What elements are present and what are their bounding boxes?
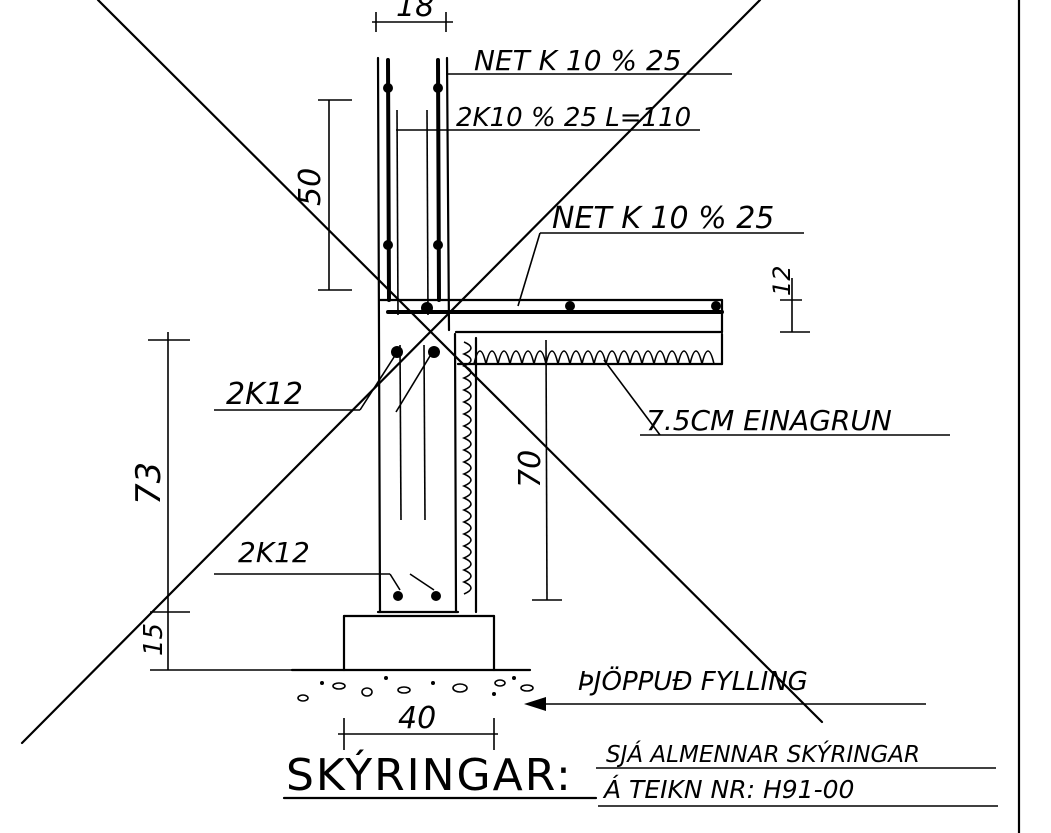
- bars-upper-label: 2K12: [226, 377, 303, 412]
- net-top-label: NET K 10 % 25: [474, 44, 682, 77]
- dim-left-73-label: 73: [129, 462, 169, 505]
- floor-slab: [378, 298, 724, 334]
- dimension-lines: [148, 12, 810, 750]
- dim-70-label: 70: [513, 450, 548, 488]
- wall: [376, 56, 460, 614]
- cross-out-line-1: [96, 0, 824, 724]
- bar-top-label: 2K10 % 25 L=110: [456, 103, 691, 133]
- insulation: [456, 332, 724, 614]
- fill-label: ÞJÖPPUÐ FYLLING: [578, 665, 808, 697]
- dim-slab-thickness-label: 12: [768, 265, 796, 296]
- dim-top-width-label: 18: [396, 0, 434, 24]
- fill-arrowhead: [524, 697, 546, 711]
- footing: [290, 614, 532, 672]
- net-slab-label: NET K 10 % 25: [552, 201, 774, 236]
- leader-lines: [214, 73, 998, 807]
- dim-40-label: 40: [398, 701, 436, 736]
- title-label: SKÝRINGAR:: [286, 748, 573, 801]
- bars-lower-label: 2K12: [238, 536, 310, 569]
- insulation-label: 7.5CM EINAGRUN: [646, 404, 892, 437]
- compacted-fill-hatch: [297, 676, 534, 702]
- note-line1-label: SJÁ ALMENNAR SKÝRINGAR: [606, 740, 920, 768]
- cross-out-line-2: [20, 0, 762, 745]
- note-line2-label: Á TEIKN NR: H91-00: [602, 775, 854, 804]
- wall-rebars: [383, 58, 443, 601]
- dim-wall-height-label: 50: [293, 168, 328, 206]
- dim-15-label: 15: [139, 623, 169, 656]
